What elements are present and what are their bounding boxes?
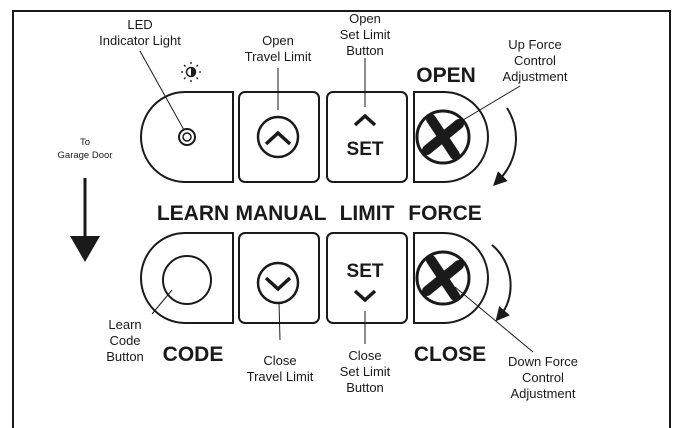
close-set-label-line2: Set Limit [340,364,391,379]
down-force-label-line2: Control [522,370,564,385]
down-force-label-line3: Adjustment [510,386,575,401]
force-dial-icon [415,250,471,306]
learn-code-label-line3: Button [106,349,144,364]
open-set-label-line1: Open [349,11,381,26]
open-label: OPEN [416,64,476,87]
limit-label: LIMIT [340,202,395,225]
brightness-icon [181,62,201,82]
set-label-top: SET [347,139,384,160]
chevron-up-icon [353,113,377,127]
callout-lines [139,50,534,353]
chevron-down-icon [353,289,377,303]
led-icon [178,128,196,146]
close-label: CLOSE [414,343,486,366]
up-force-label-line1: Up Force [508,37,561,52]
close-set-limit-button[interactable] [326,232,408,324]
up-force-label-line2: Control [514,53,556,68]
up-force-label-line3: Adjustment [502,69,567,84]
panel-frame [12,10,671,428]
led-indicator-housing [140,91,234,183]
close-set-label-line3: Button [346,380,384,395]
code-label: CODE [163,343,224,366]
chevron-down-icon [256,261,300,305]
learn-code-button-face [162,255,212,305]
manual-label: MANUAL [236,202,327,225]
led-label-line1: LED [127,17,152,32]
open-travel-label-line2: Travel Limit [245,49,312,64]
chevron-up-icon [256,115,300,159]
arrow-down-icon [70,178,100,262]
to-garage-door-label-line1: To [80,137,90,148]
force-dial-icon [415,109,471,165]
to-garage-door-label-line2: Garage Door [58,150,113,161]
set-label-bottom: SET [347,261,384,282]
close-travel-label-line2: Travel Limit [247,369,314,384]
open-set-label-line2: Set Limit [340,27,391,42]
open-set-label-line3: Button [346,43,384,58]
up-force-rotation-arrow [493,107,517,186]
close-travel-label-line1: Close [263,353,296,368]
learn-code-label-line2: Code [109,333,140,348]
down-force-label-line1: Down Force [508,354,578,369]
close-set-label-line1: Close [348,348,381,363]
learn-code-label-line1: Learn [108,317,141,332]
open-travel-label-line1: Open [262,33,294,48]
learn-label: LEARN [157,202,229,225]
down-force-rotation-arrow [491,244,512,322]
led-label-line2: Indicator Light [99,33,181,48]
force-label: FORCE [408,202,482,225]
open-set-limit-button[interactable] [326,91,408,183]
